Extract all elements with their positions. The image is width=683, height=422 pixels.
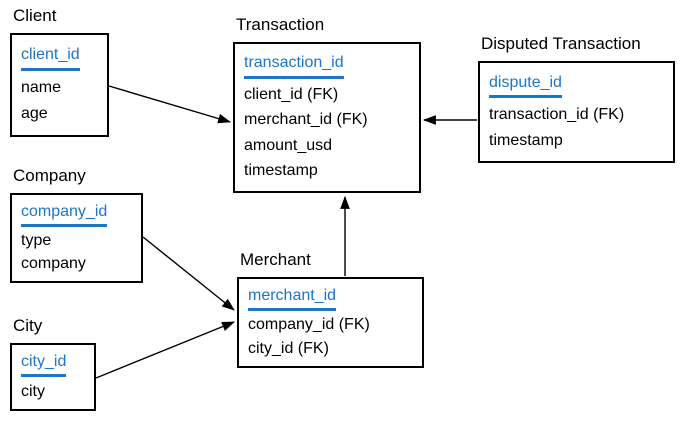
entity-title-merchant: Merchant bbox=[240, 250, 311, 270]
attribute-field: type bbox=[21, 231, 52, 249]
primary-key-field: company_id bbox=[21, 203, 132, 228]
attribute-field: city bbox=[21, 382, 45, 400]
attribute-field: city_id (FK) bbox=[248, 339, 329, 357]
entity-title-client: Client bbox=[13, 6, 57, 26]
primary-key-field: client_id bbox=[21, 46, 98, 71]
attribute-field: merchant_id (FK) bbox=[244, 111, 368, 129]
entity-title-city: City bbox=[13, 316, 43, 336]
attribute-field: name bbox=[21, 78, 62, 96]
primary-key-text: city_id bbox=[21, 353, 67, 378]
attribute-field: company bbox=[21, 254, 86, 272]
entity-transaction: Transaction transaction_id client_id (FK… bbox=[233, 16, 421, 193]
entity-title-disputed-transaction: Disputed Transaction bbox=[481, 34, 641, 54]
entity-merchant: Merchant merchant_id company_id (FK) cit… bbox=[237, 251, 424, 368]
entity-client: Client client_id name age bbox=[10, 7, 109, 137]
arrow-client-to-transaction bbox=[108, 85, 232, 124]
entity-title-transaction: Transaction bbox=[236, 15, 325, 35]
arrow-city-to-merchant bbox=[95, 321, 236, 379]
attribute-field: timestamp bbox=[489, 131, 563, 149]
attribute-field: amount_usd bbox=[244, 136, 333, 154]
entity-company: Company company_id type company bbox=[10, 167, 143, 283]
entity-title-company: Company bbox=[13, 166, 86, 186]
primary-key-field: merchant_id bbox=[248, 287, 413, 312]
attribute-field: timestamp bbox=[244, 162, 318, 180]
entity-city: City city_id city bbox=[10, 317, 96, 411]
primary-key-field: city_id bbox=[21, 353, 85, 378]
arrow-company-to-merchant bbox=[142, 236, 235, 311]
entity-disputed-transaction: Disputed Transaction dispute_id transact… bbox=[478, 35, 675, 163]
primary-key-text: company_id bbox=[21, 203, 108, 228]
primary-key-text: client_id bbox=[21, 46, 80, 71]
attribute-field: company_id (FK) bbox=[248, 316, 370, 334]
primary-key-field: dispute_id bbox=[489, 74, 664, 99]
primary-key-text: dispute_id bbox=[489, 74, 562, 99]
attribute-field: transaction_id (FK) bbox=[489, 105, 625, 123]
primary-key-text: transaction_id bbox=[244, 54, 344, 79]
primary-key-text: merchant_id bbox=[248, 287, 337, 312]
attribute-field: client_id (FK) bbox=[244, 85, 339, 103]
primary-key-field: transaction_id bbox=[244, 54, 410, 79]
attribute-field: age bbox=[21, 105, 48, 123]
